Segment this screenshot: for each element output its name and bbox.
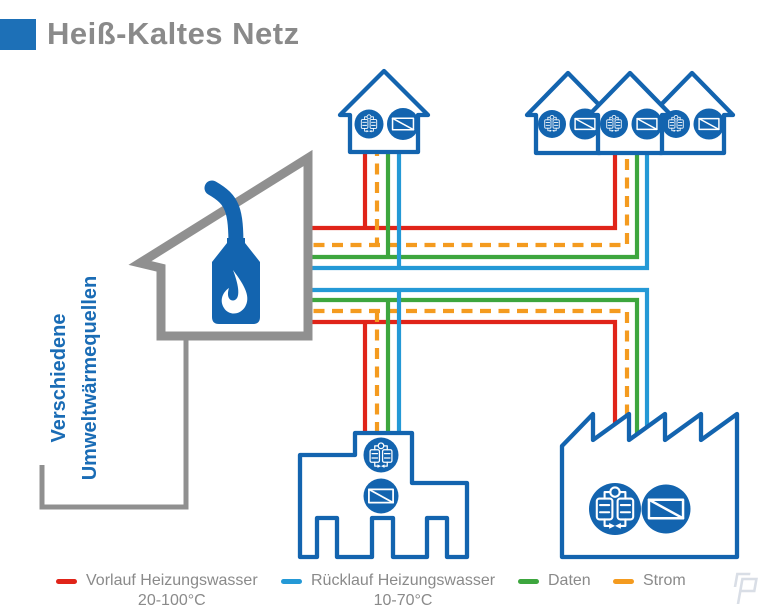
- supply-branch-top: [295, 145, 650, 271]
- source-label: Verschiedene Umweltwärmequellen: [39, 248, 111, 508]
- heat-source-house: [39, 149, 313, 510]
- source-connector-line: [39, 338, 189, 510]
- legend-label: Daten: [548, 572, 591, 589]
- supply-branch-bottom: [295, 287, 650, 452]
- legend-label: Strom: [643, 572, 686, 589]
- page-title: Heiß-Kaltes Netz: [47, 16, 300, 51]
- fp-monogram-icon: [733, 572, 758, 604]
- legend-sublabel: 10-70°C: [373, 592, 433, 609]
- city-building: [297, 430, 470, 560]
- legend-dash-green: [518, 579, 539, 584]
- legend-item-ruecklauf: Rücklauf Heizungswasser 10-70°C: [281, 571, 495, 611]
- consumer-house-single: [337, 68, 431, 155]
- source-label-line1: Verschiedene: [48, 313, 70, 443]
- legend-item-daten: Daten: [518, 571, 591, 591]
- legend-dash-blue: [281, 579, 302, 584]
- header: Heiß-Kaltes Netz: [0, 16, 300, 52]
- network-lines: [295, 145, 650, 452]
- legend-item-strom: Strom: [613, 571, 686, 591]
- boiler-flame-icon: [204, 180, 260, 324]
- row-house-middle: [589, 73, 671, 153]
- legend-item-vorlauf: Vorlauf Heizungswasser 20-100°C: [56, 571, 258, 611]
- source-label-line2: Umweltwärmequellen: [79, 275, 101, 481]
- legend-label: Rücklauf Heizungswasser: [311, 572, 496, 589]
- legend-dash-red: [56, 579, 77, 584]
- title-accent-square: [0, 18, 36, 50]
- consumer-house-row: [527, 73, 733, 153]
- legend-label: Vorlauf Heizungswasser: [86, 572, 258, 589]
- legend-dash-orange: [613, 579, 634, 584]
- legend-sublabel: 20-100°C: [137, 592, 206, 609]
- factory: [559, 411, 740, 560]
